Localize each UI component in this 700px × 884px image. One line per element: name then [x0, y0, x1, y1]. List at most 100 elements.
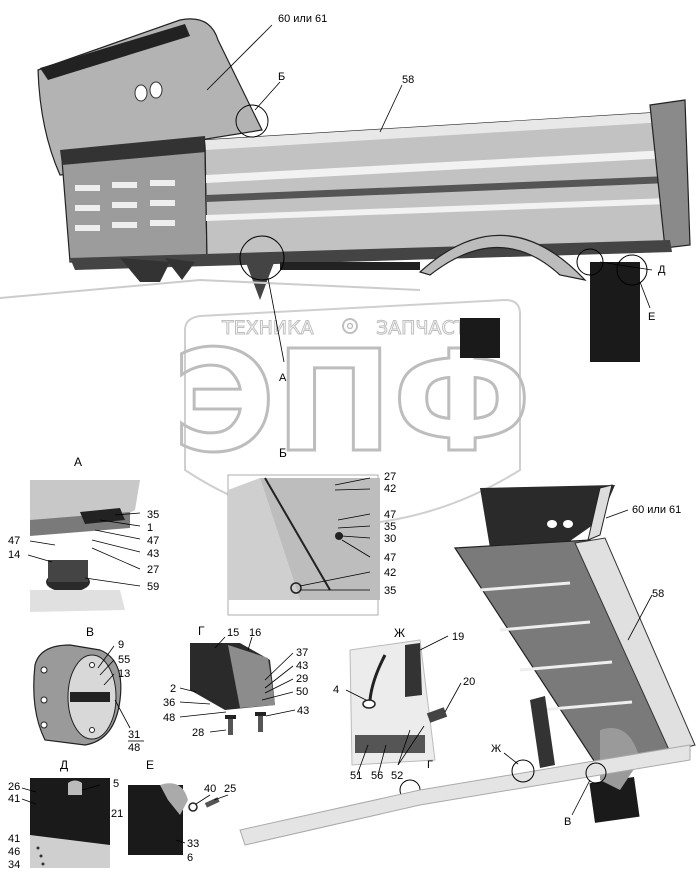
- detail-a-frame: [30, 590, 125, 612]
- callout-58: 58: [402, 74, 414, 86]
- mudflap-large: [590, 262, 640, 362]
- label-b-35: 35: [384, 521, 396, 533]
- label-g-16: 16: [249, 627, 261, 639]
- leader-58: [379, 84, 403, 133]
- label-zh-56: 56: [371, 770, 383, 782]
- marker-v: [585, 762, 607, 784]
- label-a-35: 35: [147, 509, 159, 521]
- label-g-29: 29: [296, 673, 308, 685]
- detail-v-bolts: [40, 662, 95, 733]
- front-panel-ribs: [75, 180, 175, 231]
- detail-b-edge: [264, 477, 331, 591]
- main-view: 60 или 61 Б 58 Д Е А: [0, 13, 691, 384]
- label-g-37: 37: [296, 647, 308, 659]
- label-g-2: 2: [170, 683, 176, 695]
- detail-a-plate: [80, 508, 125, 524]
- leader-e-25: [213, 794, 229, 801]
- label-g-15: 15: [227, 627, 239, 639]
- leader-b-42b: [299, 571, 371, 587]
- leader-d-5: [81, 784, 101, 791]
- label-d-34: 34: [8, 859, 20, 871]
- label-g-43: 43: [296, 660, 308, 672]
- leader-v-13: [103, 673, 115, 686]
- leader-b-42: [334, 488, 371, 491]
- callout-r-zh: Ж: [491, 743, 501, 755]
- label-b-42: 42: [384, 483, 396, 495]
- raised-visor: [480, 485, 615, 548]
- callout-r-v: В: [564, 816, 571, 828]
- raised-hole-2: [563, 520, 573, 528]
- watermark-text-left: ТЕХНИКА: [221, 317, 314, 339]
- label-b-27: 27: [384, 471, 396, 483]
- leader-zh-19: [419, 635, 449, 651]
- label-d-26: 26: [8, 781, 20, 793]
- label-g-43b: 43: [297, 705, 309, 717]
- detail-b-wall: [260, 478, 380, 600]
- gear-icon: [342, 318, 358, 334]
- leader-g-37: [264, 652, 294, 681]
- raised-cylinder: [530, 696, 555, 768]
- detail-g: Г 15 16 37 43 29 50 2 36 48 43 28: [163, 624, 309, 739]
- detail-v-pin: [70, 692, 110, 702]
- callout-60: 60 или 61: [278, 13, 327, 25]
- leader-e-40: [195, 794, 211, 805]
- leader-b-30: [341, 535, 371, 539]
- leader-zh-20: [444, 682, 462, 713]
- raised-body-side: [574, 537, 696, 753]
- detail-zh: Ж 19 4 20 51 56 52 Г: [333, 626, 475, 801]
- label-d-46: 46: [8, 846, 20, 858]
- label-zh-4: 4: [333, 684, 339, 696]
- label-d-5: 5: [113, 778, 119, 790]
- label-e-21: 21: [111, 808, 123, 820]
- callout-d: Д: [658, 264, 666, 276]
- leader-a-47: [94, 529, 141, 540]
- leader-e-33: [175, 839, 186, 844]
- leader-a-59: [84, 577, 141, 587]
- leader-a-47b: [29, 540, 56, 546]
- detail-b-title: Б: [279, 446, 287, 460]
- side-top-rail: [205, 112, 666, 150]
- leader-g-36: [179, 701, 211, 705]
- leader-a-35: [114, 512, 141, 516]
- detail-g-bolt-2-head: [255, 712, 266, 716]
- label-b-47b: 47: [384, 552, 396, 564]
- raised-hole-1: [547, 520, 557, 528]
- label-a-59: 59: [147, 581, 159, 593]
- leader-a-43: [91, 539, 141, 553]
- detail-d-hook: [68, 780, 82, 795]
- leader-r-58: [627, 594, 653, 641]
- label-b-35b: 35: [384, 585, 396, 597]
- label-v-31: 31: [128, 729, 140, 741]
- visor-hole-left: [134, 84, 148, 102]
- side-stripe-2: [206, 176, 669, 202]
- leader-v-9: [97, 645, 115, 669]
- label-d-41b: 41: [8, 833, 20, 845]
- label-e-6: 6: [187, 852, 193, 864]
- detail-zh-link: [368, 654, 387, 701]
- mudflap-small: [460, 318, 500, 358]
- visor-top-edge: [40, 24, 190, 80]
- detail-zh-eye: [362, 699, 376, 709]
- detail-v: В 9 55 13 31 48: [33, 625, 144, 754]
- label-a-43: 43: [147, 548, 159, 560]
- watermark-text-right: ЗАПЧАСТИ: [376, 317, 481, 339]
- detail-e-washer: [188, 802, 198, 812]
- marker-e: [616, 254, 648, 286]
- label-e-25: 25: [224, 783, 236, 795]
- detail-b-washer: [290, 582, 302, 594]
- label-v-48: 48: [128, 742, 140, 754]
- leader-60: [206, 24, 273, 91]
- raised-ribs: [479, 581, 633, 712]
- label-a-47b: 47: [8, 535, 20, 547]
- leader-zh-51: [356, 744, 369, 776]
- detail-b: Б 27 42 47 35 30 47 42 35: [227, 446, 396, 616]
- detail-g-bolt-1: [228, 717, 233, 735]
- detail-g-bolt-2: [258, 714, 263, 732]
- label-zh-52: 52: [391, 770, 403, 782]
- front-support-right: [165, 258, 195, 280]
- detail-g-bracket-light: [228, 645, 275, 708]
- leader-g-15: [214, 636, 226, 649]
- label-e-40: 40: [204, 783, 216, 795]
- detail-b-plate: [228, 478, 300, 600]
